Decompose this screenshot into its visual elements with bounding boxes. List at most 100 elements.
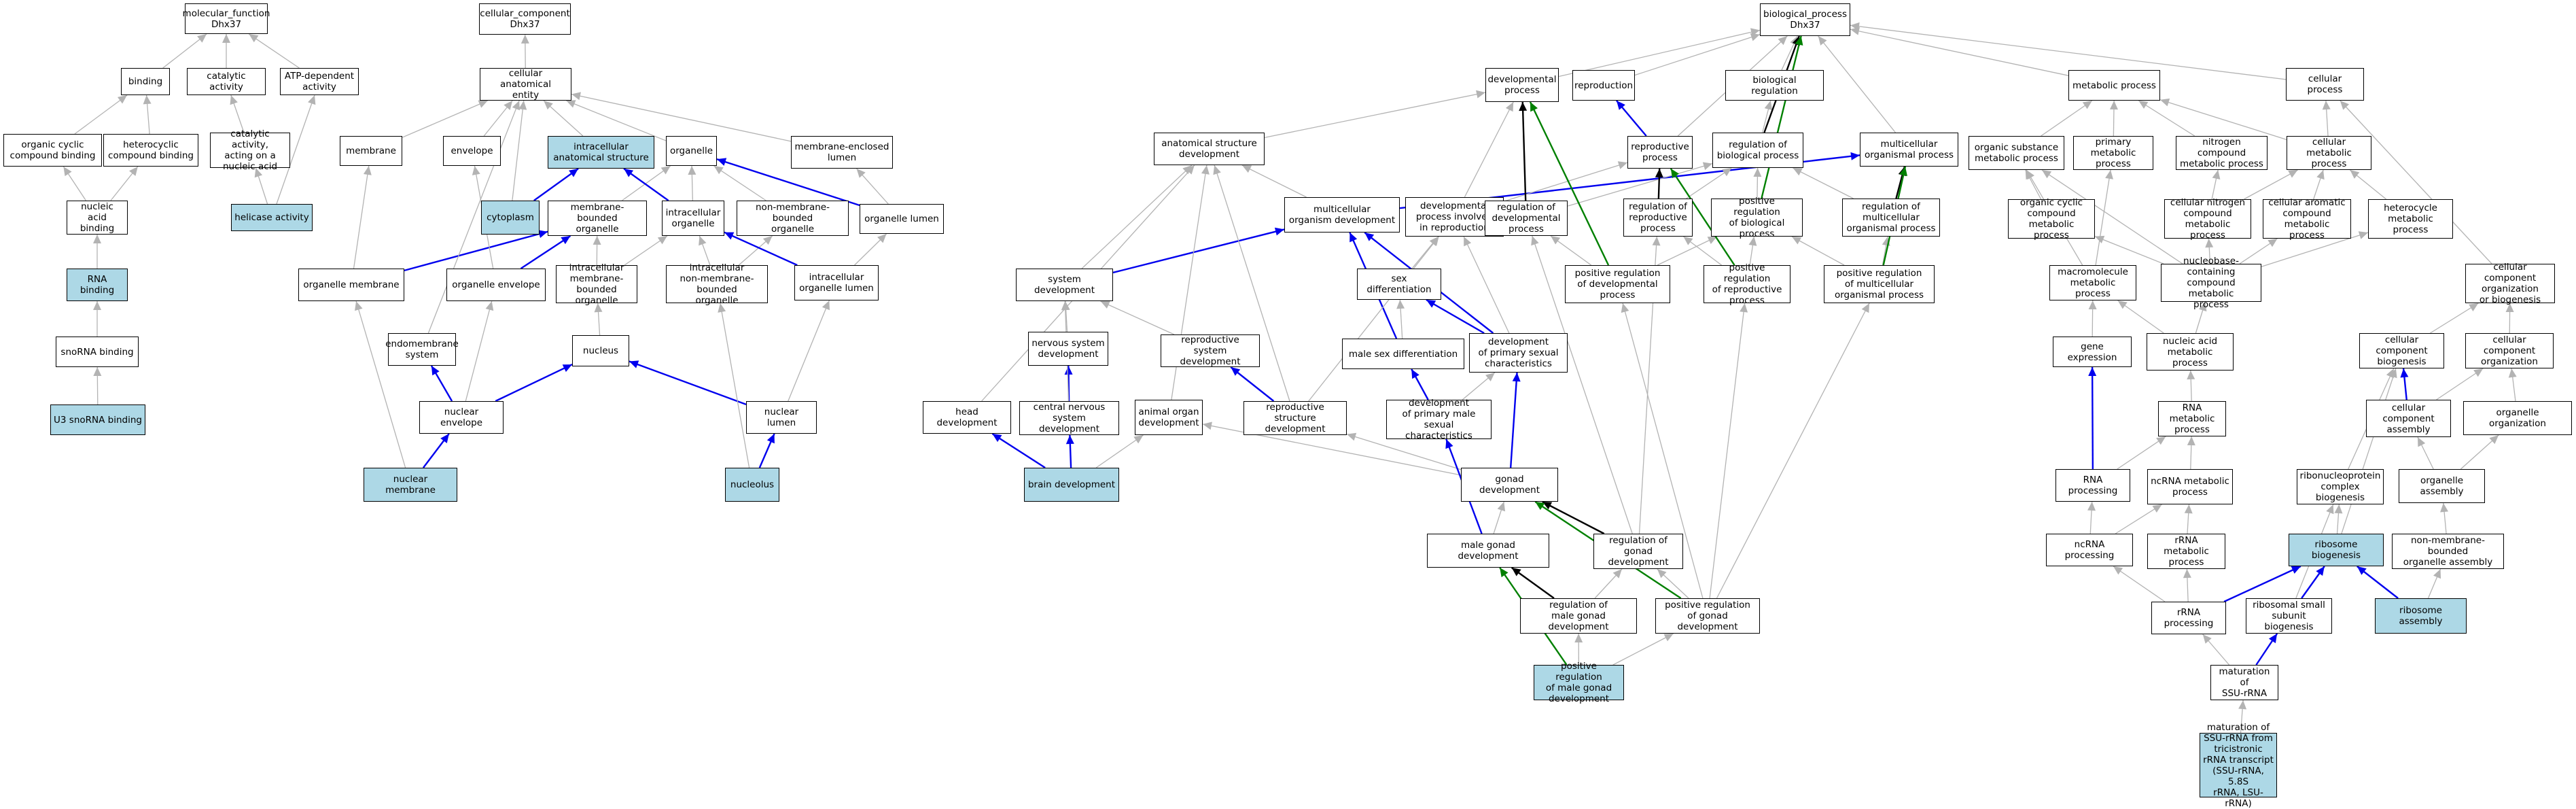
node-iolum[interactable]: intracellular organelle lumen	[794, 265, 879, 300]
node-mgd[interactable]: male gonad development	[1427, 534, 1549, 568]
node-gonadd[interactable]: gonad development	[1461, 468, 1558, 502]
node-mop[interactable]: multicellular organismal process	[1860, 133, 1958, 167]
node-nmem[interactable]: nuclear membrane	[364, 468, 457, 502]
node-oorg[interactable]: organelle organization	[2463, 401, 2572, 435]
node-nlum[interactable]: nuclear lumen	[746, 401, 817, 434]
node-nenv[interactable]: nuclear envelope	[419, 401, 504, 434]
node-matssu[interactable]: maturation of SSU-rRNA	[2210, 665, 2278, 700]
node-rsysd[interactable]: reproductive system development	[1161, 334, 1260, 367]
node-mel[interactable]: membrane-enclosed lumen	[791, 136, 893, 169]
node-hcb[interactable]: heterocyclic compound binding	[103, 134, 198, 167]
node-atp[interactable]: ATP-dependent activity	[280, 68, 359, 95]
node-u3[interactable]: U3 snoRNA binding	[50, 404, 145, 435]
node-rrp[interactable]: regulation of reproductive process	[1623, 199, 1693, 237]
node-prmop[interactable]: positive regulation of multicellular org…	[1824, 265, 1935, 303]
node-nsd[interactable]: nervous system development	[1028, 332, 1108, 366]
node-ncrnamp[interactable]: ncRNA metabolic process	[2147, 469, 2233, 504]
node-ocb[interactable]: organic cyclic compound binding	[3, 134, 102, 167]
node-organelle[interactable]: organelle	[666, 136, 717, 166]
node-prmgd[interactable]: positive regulation of male gonad develo…	[1534, 665, 1624, 700]
node-cca[interactable]: cellular component assembly	[2366, 400, 2451, 437]
node-snob[interactable]: snoRNA binding	[56, 337, 139, 367]
node-prrp[interactable]: positive regulation of reproductive proc…	[1704, 265, 1790, 303]
node-rnab[interactable]: RNA binding	[67, 269, 128, 301]
node-olum[interactable]: organelle lumen	[860, 204, 944, 234]
node-rmop[interactable]: regulation of multicellular organismal p…	[1842, 199, 1940, 237]
node-cat[interactable]: catalytic activity	[187, 68, 266, 95]
node-pmp[interactable]: primary metabolic process	[2073, 136, 2153, 170]
node-ias[interactable]: intracellular anatomical structure	[548, 136, 654, 169]
node-rnpcb[interactable]: ribonucleoprotein complex biogenesis	[2297, 469, 2384, 504]
node-mattri[interactable]: maturation of SSU-rRNA from tricistronic…	[2200, 733, 2277, 797]
node-bp[interactable]: biological_process Dhx37	[1760, 3, 1850, 36]
node-prgd[interactable]: positive regulation of gonad development	[1655, 598, 1760, 634]
node-mf[interactable]: molecular_function Dhx37	[185, 3, 268, 34]
node-mp[interactable]: metabolic process	[2068, 70, 2160, 101]
node-riboasm[interactable]: ribosome assembly	[2375, 598, 2467, 634]
node-rrnamp[interactable]: rRNA metabolic process	[2147, 534, 2225, 569]
node-sysdev[interactable]: system development	[1016, 269, 1113, 301]
node-mbo[interactable]: membrane-bounded organelle	[548, 201, 647, 236]
node-endo[interactable]: endomembrane system	[388, 333, 456, 366]
node-nmboa[interactable]: non-membrane-bounded organelle assembly	[2392, 534, 2504, 569]
node-cacmp[interactable]: cellular aromatic compound metabolic pro…	[2263, 199, 2351, 239]
node-cc[interactable]: cellular_component Dhx37	[479, 3, 571, 35]
node-omem[interactable]: organelle membrane	[298, 269, 404, 301]
node-dpmsc[interactable]: development of primary male sexual chara…	[1386, 400, 1492, 439]
node-repro[interactable]: reproduction	[1572, 70, 1635, 101]
node-nucleolus[interactable]: nucleolus	[725, 468, 779, 502]
node-oasm[interactable]: organelle assembly	[2399, 469, 2485, 503]
node-prbp[interactable]: positive regulation of biological proces…	[1711, 199, 1803, 237]
node-asd[interactable]: anatomical structure development	[1154, 133, 1265, 165]
node-devp[interactable]: developmental process	[1485, 68, 1559, 102]
node-rnap[interactable]: RNA processing	[2055, 469, 2130, 502]
node-ccorg[interactable]: cellular component organization	[2465, 333, 2554, 368]
node-msd[interactable]: male sex differentiation	[1342, 339, 1464, 369]
node-sexd[interactable]: sex differentiation	[1357, 269, 1441, 300]
node-rmgd[interactable]: regulation of male gonad development	[1520, 598, 1637, 634]
node-envelope[interactable]: envelope	[443, 136, 501, 166]
node-aod[interactable]: animal organ development	[1135, 400, 1203, 435]
node-ncmp[interactable]: nitrogen compound metabolic process	[2176, 136, 2268, 170]
node-cnsd[interactable]: central nervous system development	[1019, 401, 1119, 435]
node-rstd[interactable]: reproductive structure development	[1243, 401, 1347, 435]
node-rbp[interactable]: regulation of biological process	[1712, 133, 1803, 168]
node-membrane[interactable]: membrane	[340, 136, 402, 166]
node-namp[interactable]: nucleic acid metabolic process	[2147, 333, 2234, 371]
node-dpsc[interactable]: development of primary sexual characteri…	[1469, 333, 1568, 373]
node-cncmp[interactable]: cellular nitrogen compound metabolic pro…	[2164, 199, 2251, 239]
node-prdp[interactable]: positive regulation of developmental pro…	[1565, 265, 1670, 303]
node-io[interactable]: intracellular organelle	[662, 201, 724, 236]
node-rp[interactable]: reproductive process	[1627, 136, 1693, 169]
node-heli[interactable]: helicase activity	[231, 204, 313, 231]
node-imbo[interactable]: intracellular membrane-bounded organelle	[556, 265, 637, 303]
node-osmp[interactable]: organic substance metabolic process	[1969, 136, 2064, 170]
node-ncrnap[interactable]: ncRNA processing	[2046, 534, 2133, 566]
node-ccbio[interactable]: cellular component biogenesis	[2359, 333, 2444, 368]
node-ccob[interactable]: cellular component organization or bioge…	[2465, 264, 2555, 303]
node-occmp[interactable]: organic cyclic compound metabolic proces…	[2008, 199, 2095, 239]
node-nbcmp[interactable]: nucleobase-containing compound metabolic…	[2161, 264, 2261, 302]
node-breg[interactable]: biological regulation	[1725, 70, 1824, 101]
node-ge[interactable]: gene expression	[2053, 337, 2132, 367]
node-rrnap[interactable]: rRNA processing	[2151, 602, 2226, 634]
node-rssb[interactable]: ribosomal small subunit biogenesis	[2246, 598, 2332, 634]
node-binding[interactable]: binding	[121, 68, 170, 95]
node-cyto[interactable]: cytoplasm	[481, 201, 540, 235]
node-nucleus[interactable]: nucleus	[572, 335, 629, 366]
node-rdp[interactable]: regulation of developmental process	[1485, 201, 1568, 236]
node-cmp[interactable]: cellular metabolic process	[2287, 136, 2371, 170]
node-ribobio[interactable]: ribosome biogenesis	[2289, 534, 2384, 566]
node-headd[interactable]: head development	[923, 401, 1011, 434]
node-rgd[interactable]: regulation of gonad development	[1593, 534, 1683, 569]
node-nab[interactable]: nucleic acid binding	[67, 201, 128, 235]
node-catna[interactable]: catalytic activity, acting on a nucleic …	[210, 133, 290, 168]
node-cp[interactable]: cellular process	[2286, 68, 2364, 101]
node-cae[interactable]: cellular anatomical entity	[480, 68, 571, 101]
node-hmp[interactable]: heterocycle metabolic process	[2368, 199, 2453, 239]
node-mmp[interactable]: macromolecule metabolic process	[2049, 265, 2136, 300]
node-inmbo[interactable]: intracellular non-membrane-bounded organ…	[666, 265, 768, 303]
node-mod[interactable]: multicellular organism development	[1284, 197, 1400, 233]
node-nmbo[interactable]: non-membrane-bounded organelle	[737, 201, 849, 236]
node-braind[interactable]: brain development	[1024, 468, 1119, 502]
